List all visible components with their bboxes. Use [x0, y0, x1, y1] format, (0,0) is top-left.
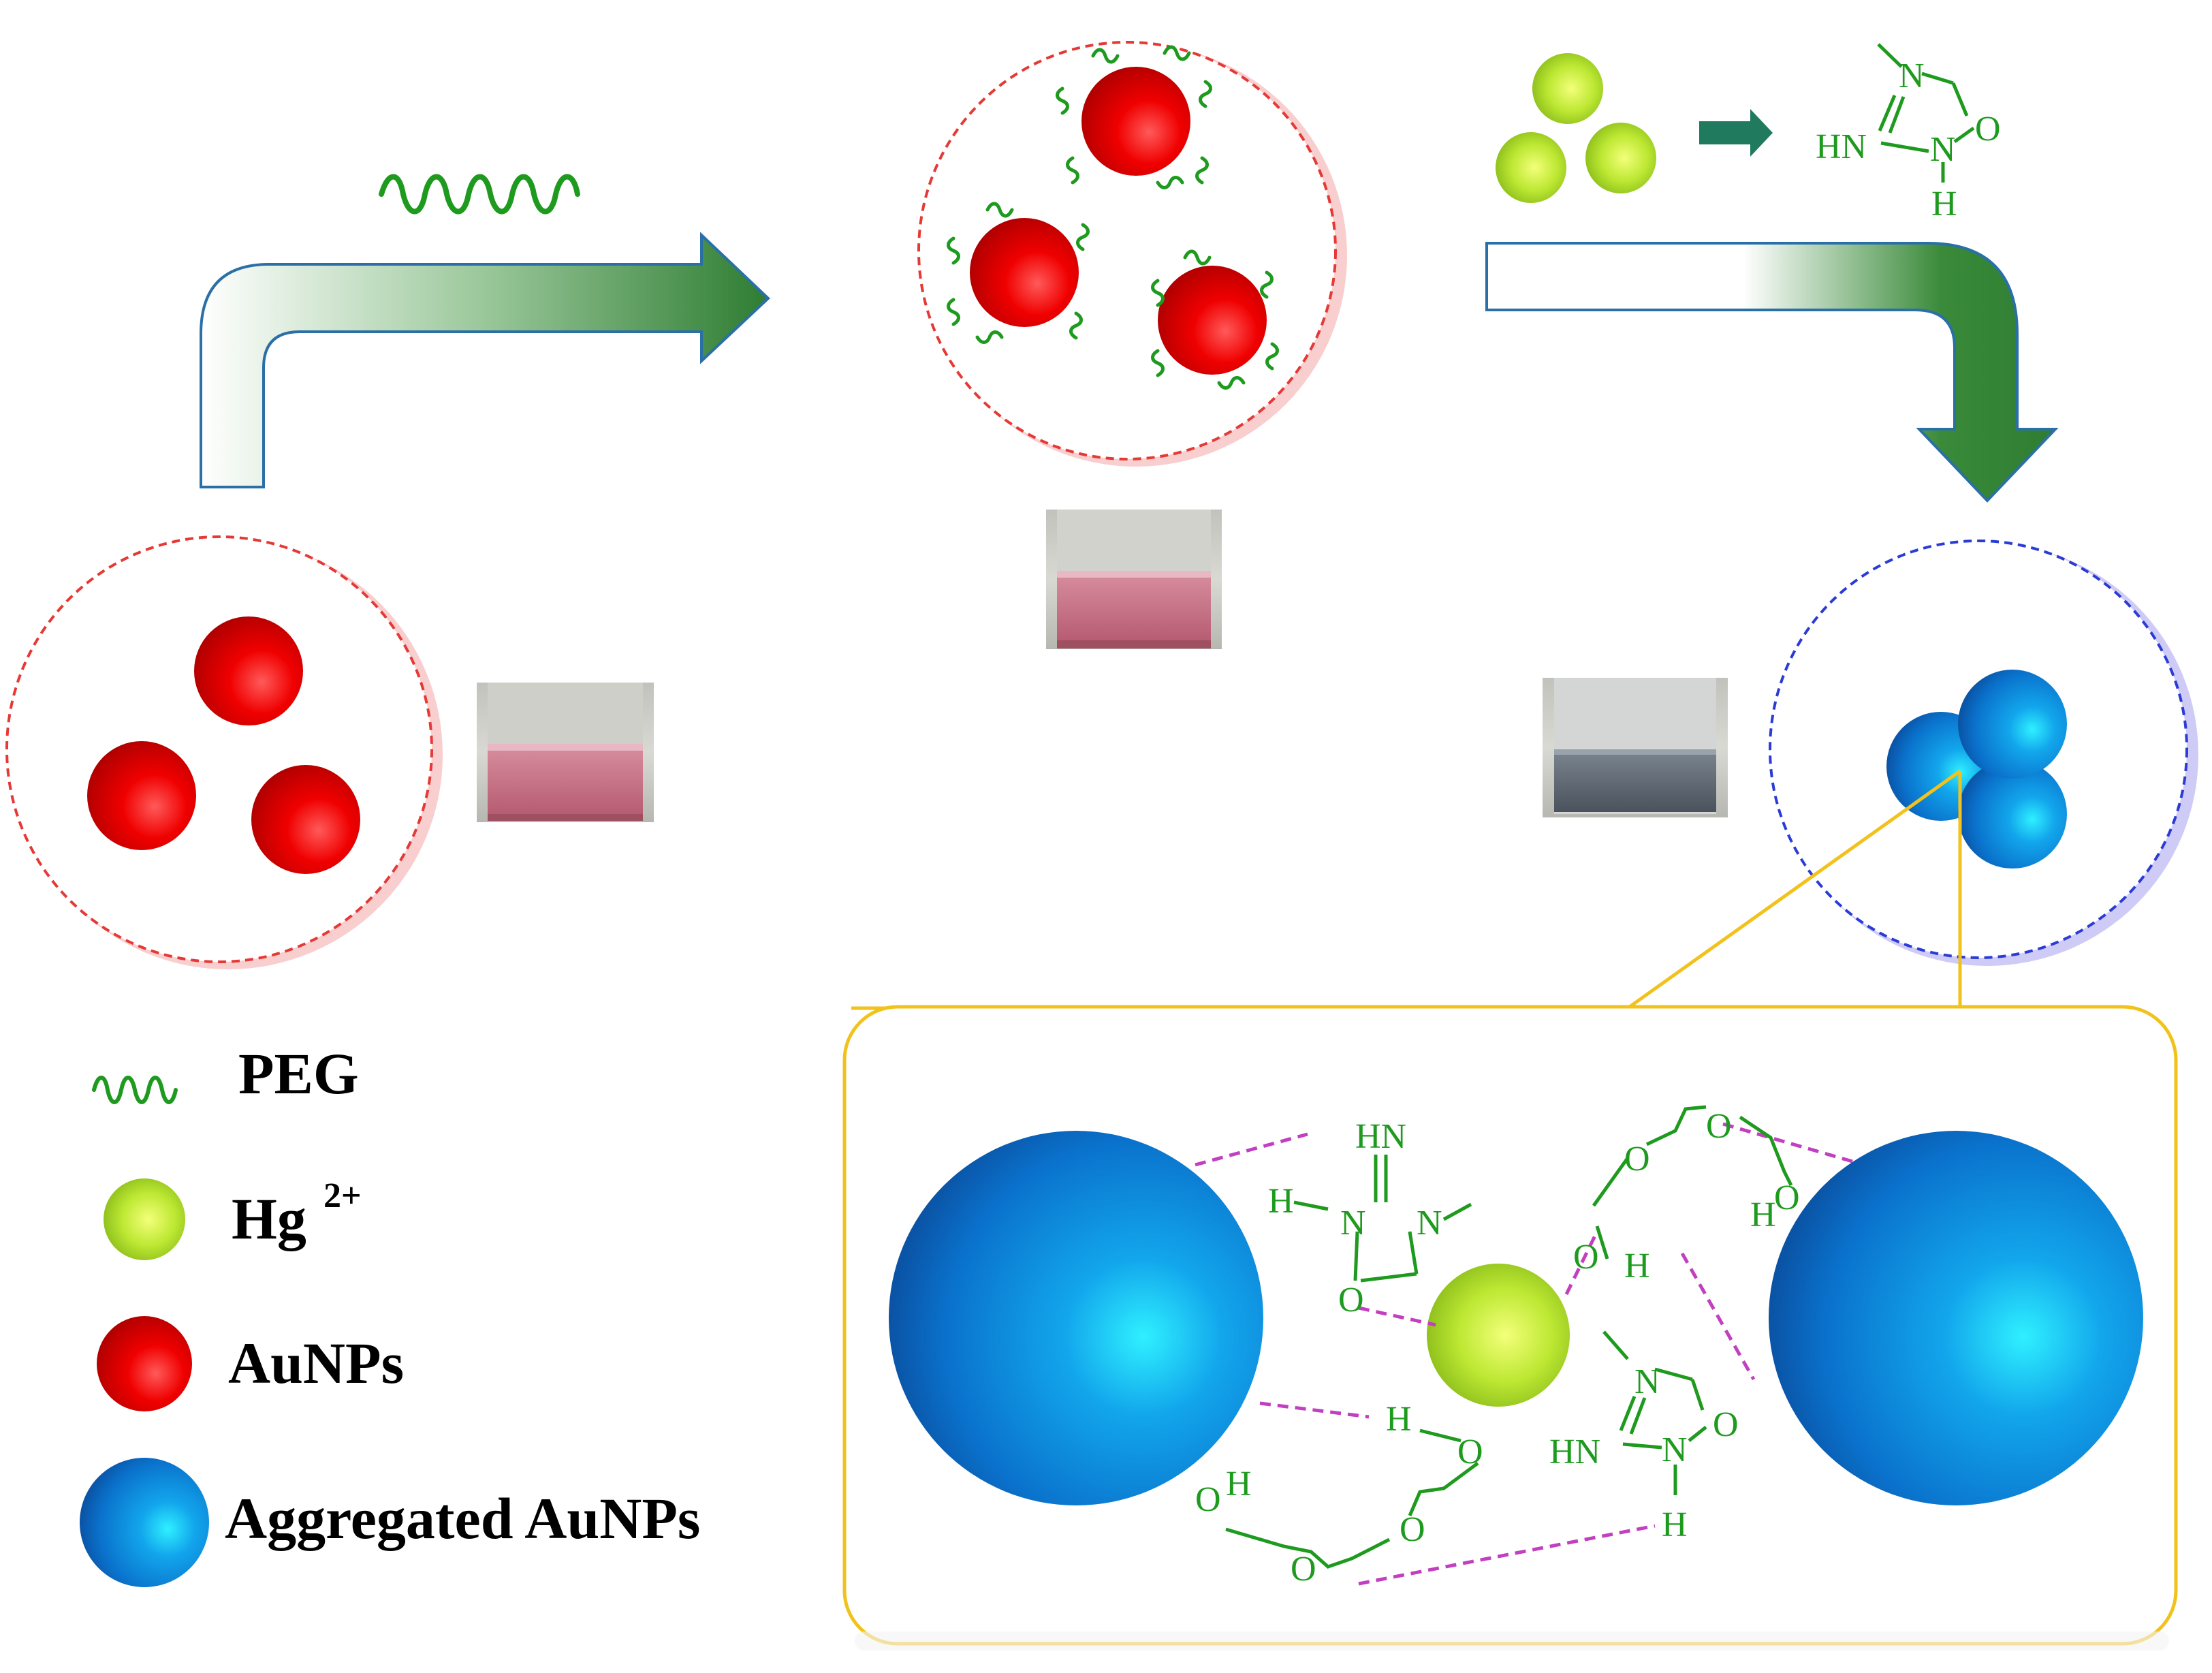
hg-ion-center: [1427, 1264, 1570, 1407]
inset-peg-a-o3: O: [1774, 1178, 1800, 1217]
inset-creat-a-o: O: [1338, 1281, 1364, 1319]
red-auNP-sphere-icon: [1158, 266, 1267, 375]
red-auNP-sphere-icon: [1081, 67, 1190, 176]
hg-ion-sphere-icon: [1532, 53, 1603, 124]
inset-peg-b-o1: O: [1457, 1433, 1483, 1471]
hg-ion-sphere-icon: [1585, 123, 1656, 193]
peg-wave-icon: [92, 1076, 178, 1104]
blue-auNP-sphere-icon: [1958, 760, 2067, 869]
small-arrow: [1699, 109, 1773, 157]
inset-peg-b: [1225, 1428, 1479, 1569]
legend-aggregated-label: Aggregated AuNPs: [225, 1486, 700, 1551]
red-auNP-sphere-icon: [970, 218, 1079, 327]
bare-auNP-circle: [5, 535, 433, 963]
inset-peg-b-o3: O: [1291, 1550, 1316, 1589]
blue-auNP-sphere-icon: [1958, 670, 2067, 779]
inset-creatinine-b: [1602, 1330, 1707, 1495]
red-auNP-sphere-icon: [87, 741, 196, 850]
large-blue-auNP-left: [889, 1131, 1263, 1505]
bare-auNP-group: [5, 535, 443, 969]
creat-n1-label: N: [1899, 57, 1925, 95]
inset-creat-b-n1: N: [1634, 1362, 1660, 1401]
inset-peg-b-oh-h: H: [1226, 1465, 1252, 1503]
inset-creat-b-h: H: [1662, 1505, 1688, 1544]
flow-arrow-2: [1485, 242, 2059, 503]
inset-creat-a-n2: N: [1417, 1204, 1442, 1242]
hg-ions-group: [1496, 53, 1656, 203]
inset-peg-b-o2: O: [1400, 1510, 1425, 1549]
legend-hg-sup: 2+: [323, 1176, 362, 1215]
inset-peg-a: [1592, 1105, 1793, 1260]
inset-creatinine-a: HN H N N O: [1268, 1117, 1472, 1319]
red-auNP-sphere-icon: [97, 1316, 192, 1411]
creat-o-label: O: [1975, 110, 2001, 148]
red-auNP-sphere-icon: [194, 616, 303, 725]
hg-ion-sphere-icon: [104, 1178, 185, 1260]
creat-hn-label: HN: [1816, 127, 1867, 166]
inset-creat-a-hn: HN: [1355, 1117, 1406, 1156]
legend-hg-label: Hg: [232, 1186, 306, 1251]
peg-wave-icon: [379, 174, 580, 215]
inset-peg-a-oh-o: O: [1573, 1238, 1599, 1277]
peg-auNP-group: [917, 41, 1347, 467]
inset-creat-b-o: O: [1713, 1405, 1739, 1444]
hg-ion-sphere-icon: [1496, 132, 1566, 203]
peg-chain-group: [947, 45, 1279, 390]
inset-peg-a-o1: O: [1624, 1140, 1650, 1178]
hbond-lines: [1195, 1122, 1853, 1586]
legend-auNPs-label: AuNPs: [228, 1330, 404, 1396]
vial-photo-icon: [477, 683, 654, 822]
creat-h-label: H: [1931, 185, 1957, 223]
inset-peg-a-h: H: [1750, 1195, 1776, 1234]
flow-arrow-1: [200, 232, 770, 488]
blue-auNP-sphere-icon: [80, 1458, 209, 1587]
legend-peg-label: PEG: [238, 1041, 359, 1106]
inset-creat-a-n1: N: [1340, 1204, 1366, 1242]
aggregated-auNP-group: [1769, 540, 2198, 966]
inset-peg-b-h: H: [1386, 1400, 1412, 1439]
inset-creat-b-n2: N: [1662, 1430, 1688, 1469]
creatinine-top: N HN N O H: [1816, 43, 2001, 223]
vial-photo-icon: [1543, 678, 1728, 817]
legend: PEG Hg 2+ AuNPs Aggregated AuNPs: [80, 1041, 700, 1587]
inset-peg-a-o2: O: [1706, 1107, 1732, 1146]
inset-peg-a-oh-h: H: [1624, 1247, 1650, 1285]
inset-peg-b-oh-o: O: [1195, 1480, 1221, 1519]
creat-n2-label: N: [1930, 130, 1956, 169]
large-blue-auNP-right: [1769, 1131, 2143, 1505]
inset-creat-b-hn: HN: [1549, 1433, 1600, 1471]
vial-photo-icon: [1046, 510, 1222, 649]
inset-creat-a-h: H: [1268, 1182, 1294, 1221]
red-auNP-sphere-icon: [251, 765, 360, 874]
